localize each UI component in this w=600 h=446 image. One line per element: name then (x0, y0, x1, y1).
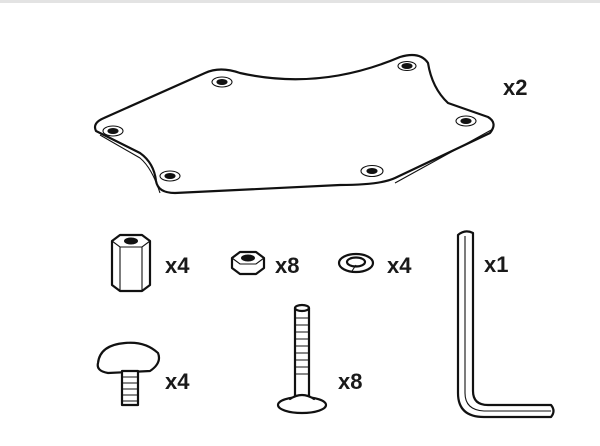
mounting-plate-icon (93, 53, 495, 195)
hex-key-icon (456, 230, 555, 419)
thumb-screw-quantity: x4 (165, 369, 190, 394)
lock-washer-quantity: x4 (387, 253, 412, 278)
lock-washer-icon (337, 252, 375, 274)
hex-nut-icon (230, 250, 266, 276)
hex-key-quantity: x1 (484, 252, 509, 277)
bolt-quantity: x8 (338, 369, 363, 394)
parts-illustration (93, 53, 555, 419)
thumb-screw-icon (96, 341, 161, 407)
plate-quantity: x2 (503, 75, 528, 100)
bolt-icon (276, 303, 328, 415)
hex-nut-quantity: x8 (275, 253, 300, 278)
standoff-icon (110, 233, 152, 293)
standoff-quantity: x4 (165, 253, 190, 278)
